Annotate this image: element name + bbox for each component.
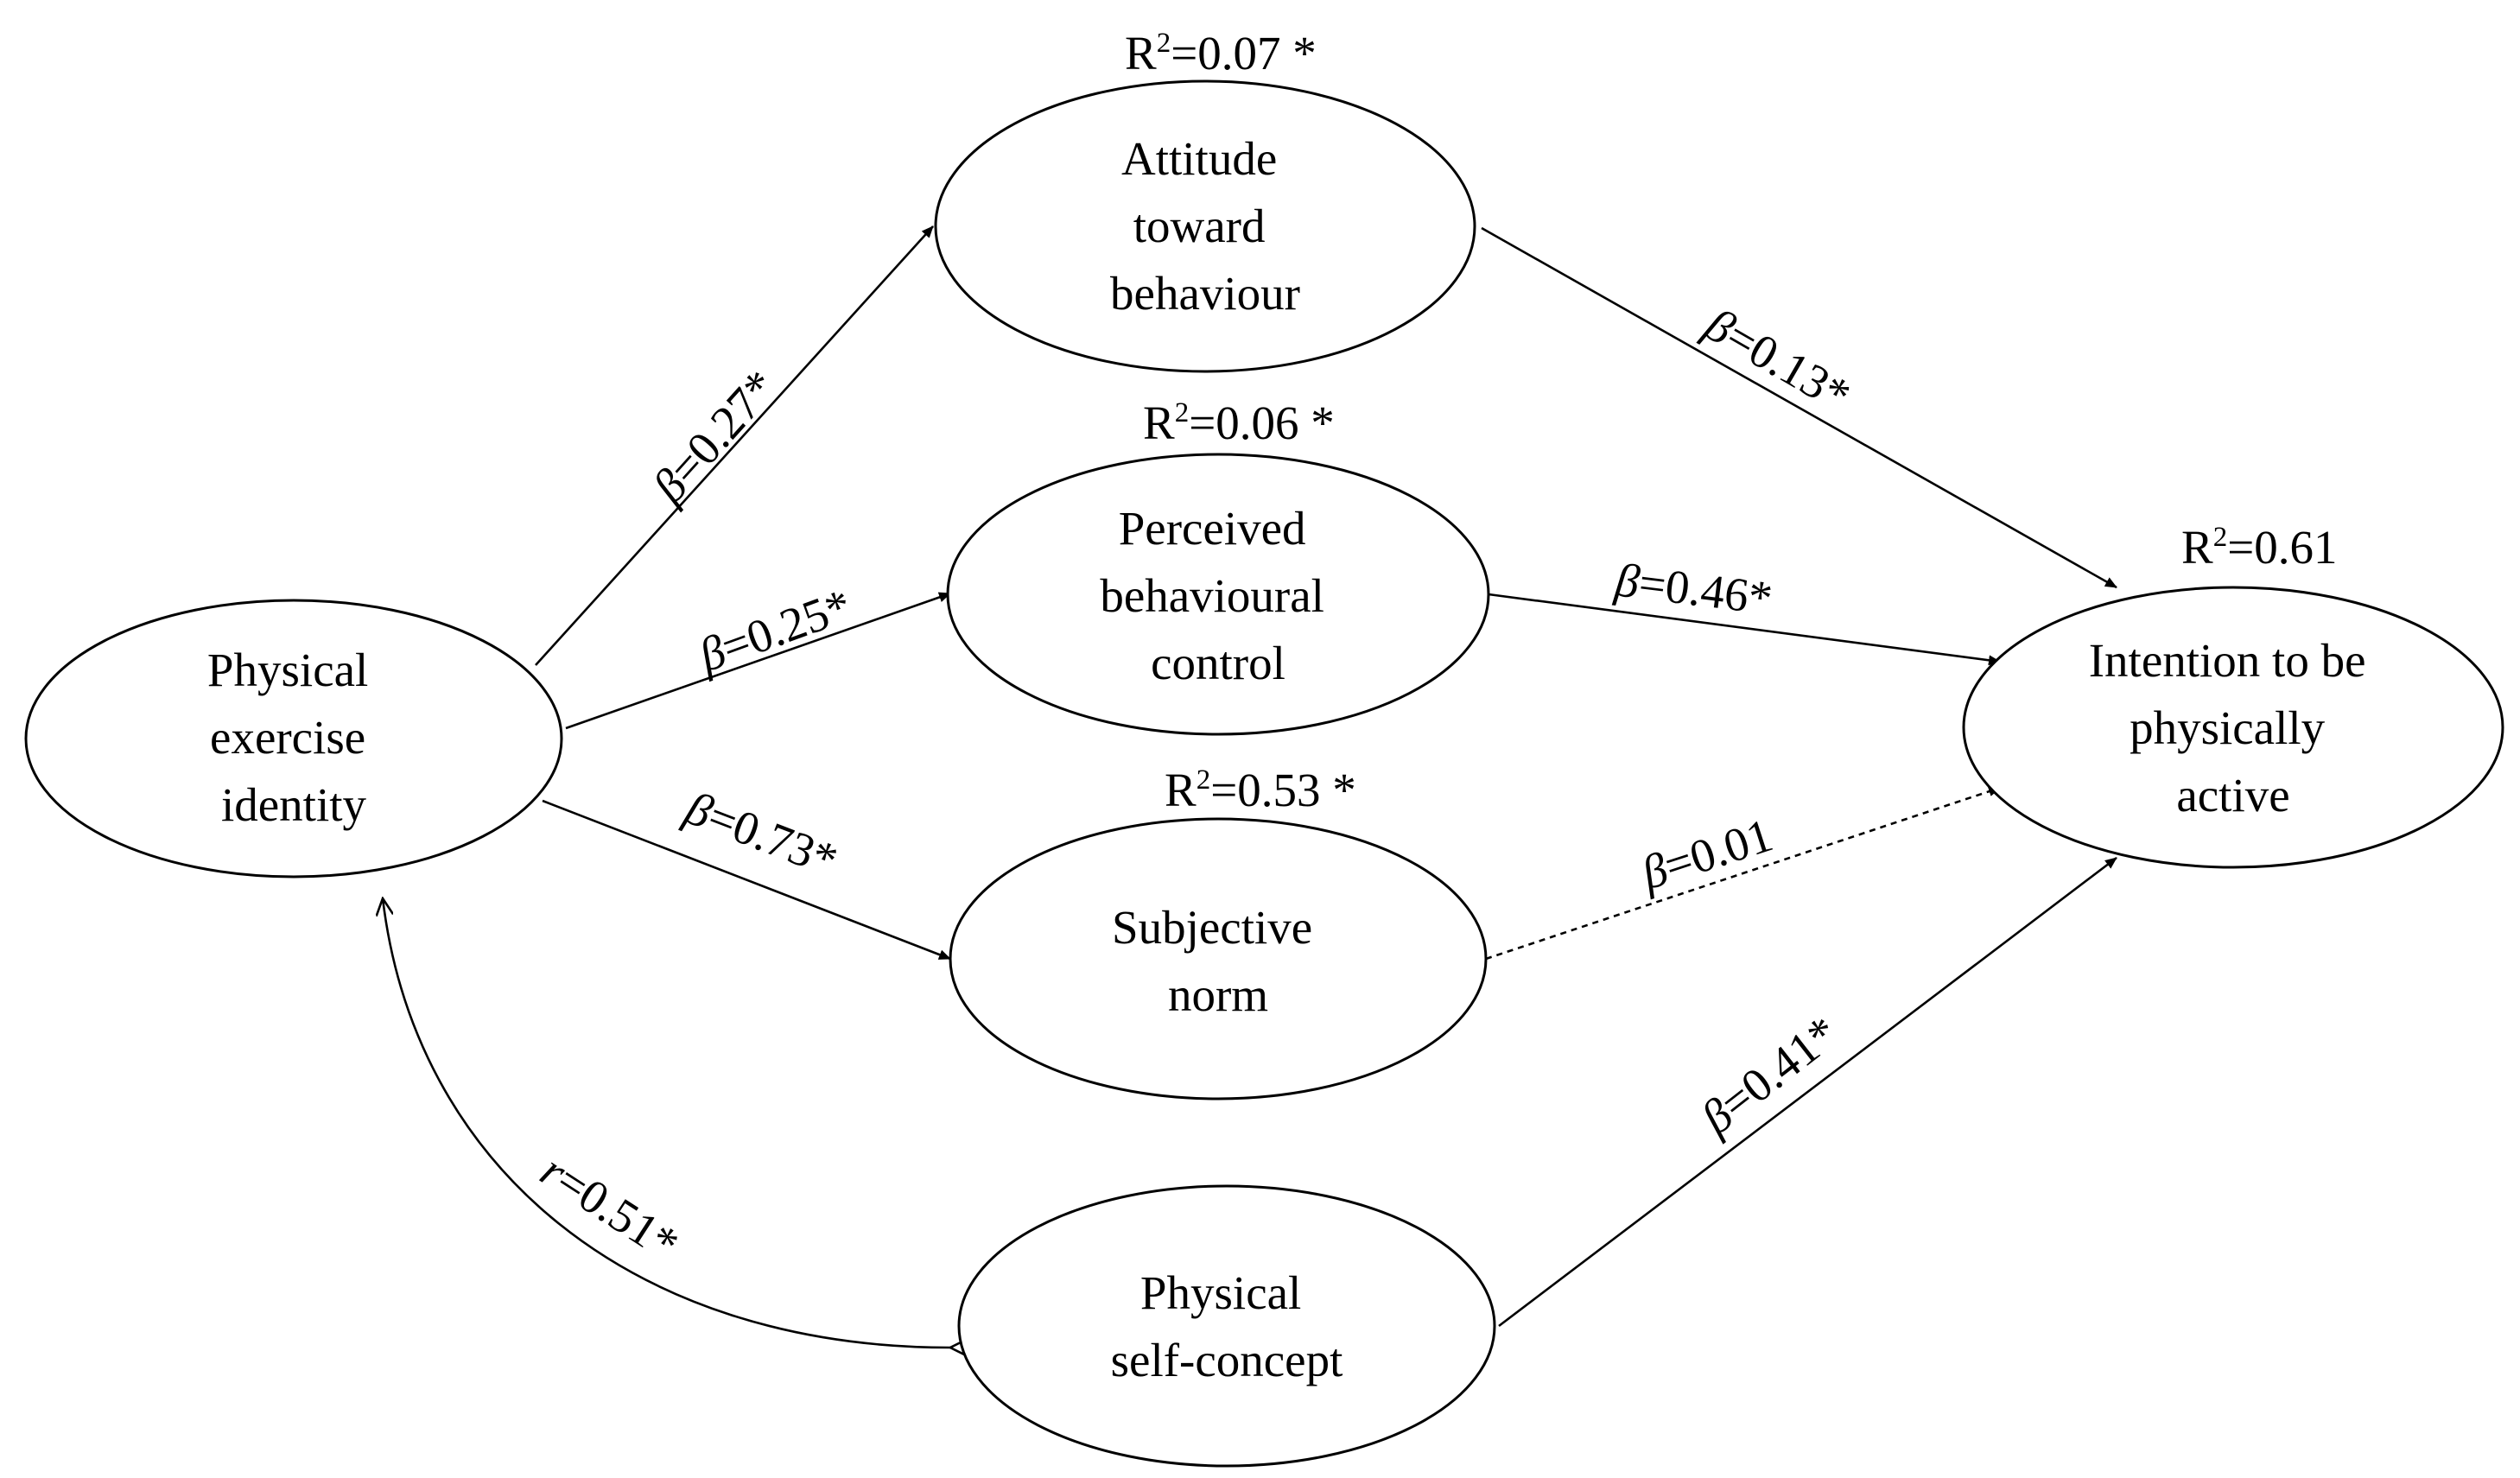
node-label-line: norm bbox=[1168, 968, 1268, 1021]
node-label-line: Attitude bbox=[1121, 132, 1277, 185]
node-label-line: active bbox=[2176, 769, 2289, 821]
svg-text:Physical self-concept: Physical self-concept bbox=[1111, 1266, 1343, 1386]
node-label-line: Subjective bbox=[1112, 901, 1312, 954]
node-physical-self-concept: Physical self-concept bbox=[957, 1184, 1496, 1468]
coef-label-pei-to-attitude: β=0.27* bbox=[642, 360, 787, 513]
coef-label-correlation: r=0.51* bbox=[531, 1144, 688, 1271]
node-label-line: Intention to be bbox=[2089, 634, 2366, 687]
node-label-line: control bbox=[1151, 637, 1285, 689]
path-attitude-to-intention bbox=[1481, 226, 2117, 589]
node-perceived-behavioural-control: Perceived behavioural control bbox=[946, 453, 1490, 736]
path-pbc-to-intention bbox=[1488, 593, 2001, 666]
svg-text:Subjective norm: Subjective norm bbox=[1112, 901, 1324, 1021]
node-label-line: identity bbox=[221, 778, 367, 831]
path-psc-to-intention bbox=[1498, 856, 2117, 1328]
svg-text:Attitude toward be: Attitude toward behaviour bbox=[1110, 132, 1300, 320]
node-label-line: self-concept bbox=[1111, 1334, 1343, 1386]
svg-text:Perceived behavioural: Perceived behavioural control bbox=[1100, 502, 1336, 689]
coef-label-pei-to-pbc: β=0.25* bbox=[691, 579, 858, 682]
path-pei-to-attitude bbox=[535, 225, 934, 666]
node-intention-to-be-physically-active: Intention to be physically active bbox=[1962, 586, 2504, 869]
node-physical-exercise-identity: Physical exercise identity bbox=[24, 599, 563, 879]
node-label-line: Physical bbox=[1140, 1266, 1301, 1319]
coef-label-psc-to-intention: β=0.41* bbox=[1691, 1005, 1848, 1145]
node-label-line: exercise bbox=[210, 711, 365, 764]
r2-label-pbc: R2=0.06 * bbox=[1143, 396, 1335, 449]
r2-label-intention: R2=0.61 bbox=[2181, 521, 2337, 574]
node-label-line: Perceived bbox=[1119, 502, 1306, 555]
coef-label-sn-to-intention: β=0.01 bbox=[1635, 809, 1779, 900]
coef-label-pei-to-sn: β=0.73* bbox=[678, 781, 845, 887]
node-label-line: behavioural bbox=[1100, 569, 1324, 622]
node-label-line: toward bbox=[1133, 200, 1266, 252]
node-attitude-toward-behaviour: Attitude toward behaviour bbox=[934, 79, 1476, 373]
r2-label-attitude: R2=0.07 * bbox=[1125, 27, 1317, 79]
svg-text:Intention to be physical: Intention to be physically active bbox=[2089, 634, 2378, 821]
path-pei-to-pbc bbox=[565, 592, 951, 730]
node-label-line: physically bbox=[2130, 701, 2326, 754]
path-correlation-pei-psc bbox=[383, 898, 950, 1348]
node-label-line: behaviour bbox=[1110, 267, 1300, 320]
coef-label-attitude-to-intention: β=0.13* bbox=[1696, 297, 1859, 422]
path-sn-to-intention bbox=[1485, 786, 2001, 961]
r2-label-subjective-norm: R2=0.53 * bbox=[1165, 764, 1356, 816]
node-label-line: Physical bbox=[207, 644, 368, 696]
node-subjective-norm: Subjective norm bbox=[949, 817, 1488, 1101]
svg-text:Physical exercise: Physical exercise identity bbox=[207, 644, 380, 831]
